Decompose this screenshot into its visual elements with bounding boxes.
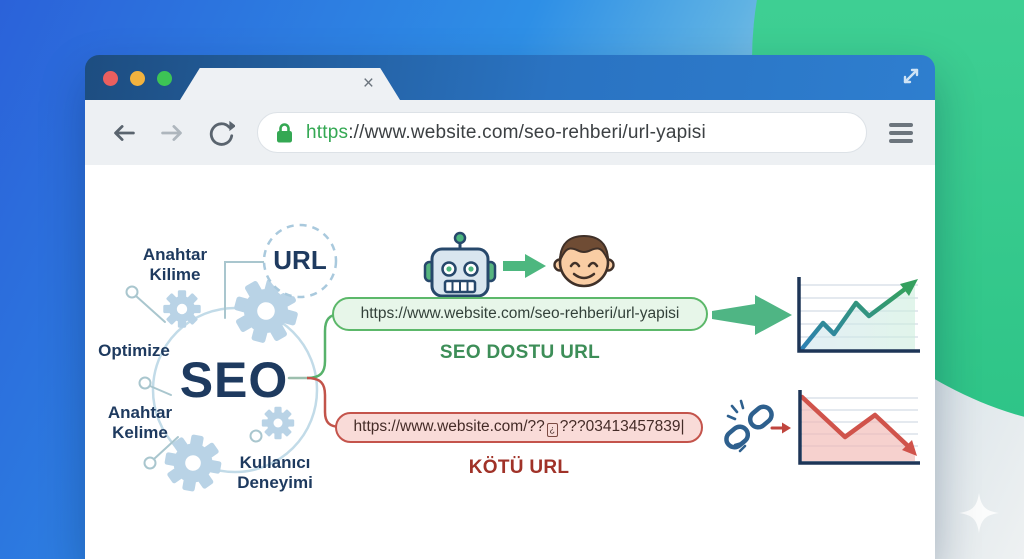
browser-window: ×: [85, 55, 935, 559]
close-window-button[interactable]: [103, 71, 118, 86]
address-protocol: https: [306, 121, 349, 143]
rising-chart-icon: [797, 277, 920, 353]
back-button[interactable]: [107, 116, 141, 150]
label-anahtar-kelime: Anahtar Kelime: [107, 403, 173, 443]
page-content: Anahtar Kilime Optimize Anahtar Kelime K…: [85, 165, 935, 559]
robot-icon: [423, 231, 497, 298]
falling-chart-icon: [798, 390, 920, 465]
address-path: ://www.website.com/seo-rehberi/url-yapis…: [348, 121, 706, 143]
good-url-pill: https://www.website.com/seo-rehberi/url-…: [332, 297, 708, 331]
hamburger-menu-icon[interactable]: [889, 122, 913, 143]
bad-url-pill: https://www.website.com/??¿???0341345783…: [335, 412, 703, 443]
reload-icon: [209, 120, 235, 146]
label-optimize: Optimize: [98, 341, 170, 360]
tab-close-icon[interactable]: ×: [362, 73, 374, 94]
success-arrow-icon: [712, 295, 792, 335]
window-controls: [103, 71, 172, 86]
user-face-icon: [553, 234, 615, 288]
seo-title: SEO: [179, 352, 289, 408]
browser-toolbar: https://www.website.com/seo-rehberi/url-…: [85, 100, 935, 165]
address-url: https://www.website.com/seo-rehberi/url-…: [306, 122, 706, 144]
seo-diagram-graphics: [125, 223, 920, 496]
forward-arrow-icon: [161, 124, 182, 141]
maximize-window-button[interactable]: [157, 71, 172, 86]
robot-to-user-arrow-icon: [503, 254, 546, 278]
connector-nodes: [125, 285, 263, 470]
minimize-window-button[interactable]: [130, 71, 145, 86]
good-url-text: https://www.website.com/seo-rehberi/url-…: [360, 305, 680, 322]
padlock-icon: [277, 122, 292, 142]
sparkle-icon: [959, 493, 999, 533]
gear-icon: [261, 406, 295, 440]
address-bar[interactable]: https://www.website.com/seo-rehberi/url-…: [257, 112, 867, 153]
url-bubble-label: URL: [273, 245, 327, 275]
forward-button[interactable]: [155, 116, 189, 150]
reload-button[interactable]: [203, 116, 237, 150]
missing-glyph-box: ¿: [546, 423, 558, 437]
bad-url-caption: KÖTÜ URL: [468, 457, 570, 478]
bad-branch-line: [306, 376, 342, 429]
fail-arrow-icon: [770, 422, 791, 434]
expand-diagonal-icon[interactable]: [900, 65, 922, 87]
label-kullanici-deneyimi: Kullanıcı Deneyimi: [237, 453, 313, 493]
back-arrow-icon: [114, 124, 135, 141]
label-anahtar-kilime: Anahtar Kilime: [142, 245, 208, 285]
url-bubble-circle: [262, 223, 338, 299]
browser-titlebar: ×: [85, 55, 935, 100]
gear-icon: [163, 290, 201, 328]
mindmap-connectors: [135, 261, 265, 460]
broken-link-icon: [724, 399, 774, 453]
good-url-caption: SEO DOSTU URL: [439, 342, 601, 363]
browser-tab[interactable]: ×: [180, 68, 400, 100]
text-cursor: |: [680, 418, 685, 435]
bad-url-text: https://www.website.com/??¿???0341345783…: [353, 418, 685, 437]
